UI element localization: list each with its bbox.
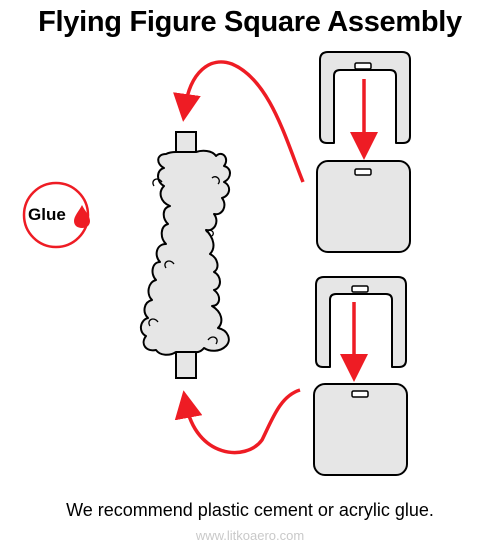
figure-detail-curl <box>152 178 163 187</box>
clip-slot <box>354 62 372 70</box>
figure-bottom-peg <box>175 349 197 379</box>
figure-body <box>140 149 231 356</box>
figure-detail-curl <box>205 229 214 237</box>
website-credit: www.litkoaero.com <box>195 528 305 543</box>
assembly-arrows <box>173 60 378 455</box>
figure-detail-curl <box>207 336 218 345</box>
bottom-square-base <box>313 383 408 476</box>
top-attach-arrow <box>173 60 305 183</box>
diagram-title: Flying Figure Square Assembly <box>38 6 462 38</box>
top-clip <box>319 51 411 144</box>
bottom-attach-arrow <box>174 388 301 455</box>
base-slot <box>354 168 372 176</box>
base-slot <box>351 390 369 398</box>
figure-top-peg <box>175 131 197 155</box>
figure-detail-curl <box>211 176 220 185</box>
glue-badge <box>22 181 90 249</box>
top-square-base <box>316 160 411 253</box>
flying-figure <box>140 131 231 379</box>
figure-detail-curl <box>164 260 175 269</box>
figure-detail-curl <box>148 318 159 327</box>
glue-label: Glue <box>28 205 66 224</box>
glue-drop-icon <box>74 205 90 228</box>
bottom-clip <box>315 276 407 368</box>
clip-slot <box>351 285 369 293</box>
glue-recommendation: We recommend plastic cement or acrylic g… <box>66 500 434 520</box>
